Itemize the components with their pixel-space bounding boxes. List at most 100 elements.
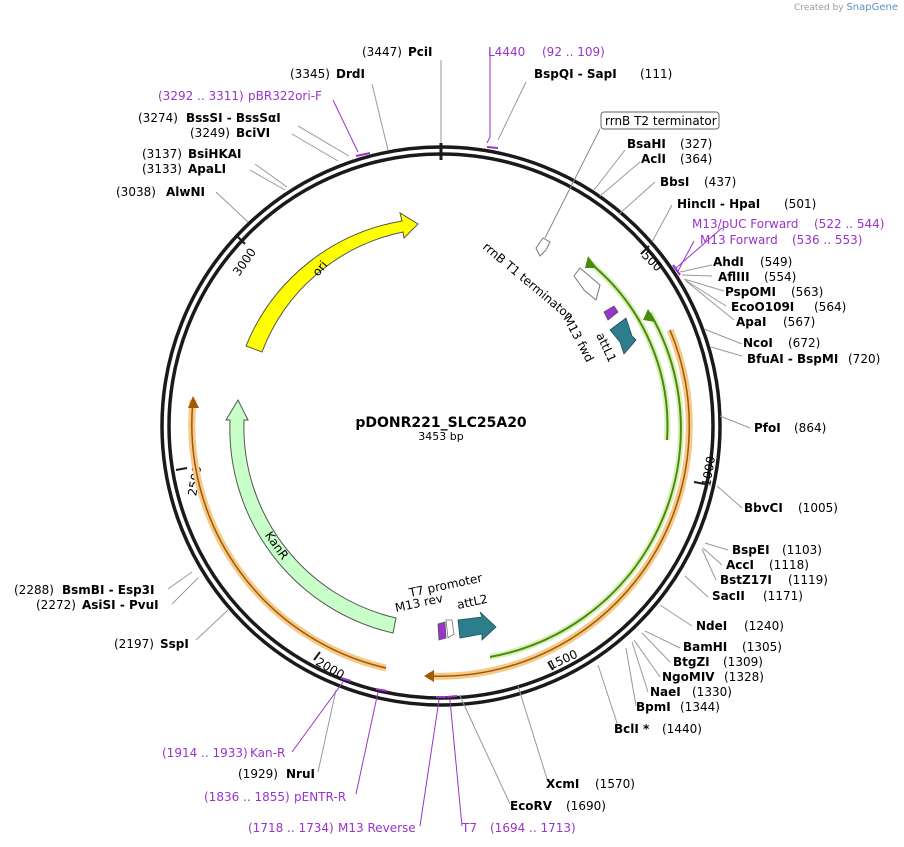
site-sacii[interactable]: SacII(1171): [712, 589, 803, 603]
site-nrui[interactable]: (1929)NruI: [238, 767, 315, 781]
site-pspomi[interactable]: PspOMI (563): [725, 285, 823, 299]
site-name: PspOMI: [725, 285, 776, 299]
primer-name: Kan-R: [250, 746, 285, 760]
site-apali[interactable]: (3133)ApaLI: [142, 162, 226, 176]
l4440-mark: [486, 146, 499, 149]
site-bbsi[interactable]: BbsI(437): [660, 175, 736, 189]
site-pos: (3133): [142, 162, 182, 176]
primer-marks: [340, 146, 681, 698]
site-labels: (3447)PciI (3345)DrdI (3274)BssSI - BssS…: [14, 45, 880, 813]
m13puc-mark: [672, 264, 681, 276]
site-bfuai[interactable]: BfuAI - BspMI(720): [747, 352, 880, 366]
site-pos: (1103): [782, 543, 822, 557]
site-name: XcmI: [546, 777, 579, 791]
site-bsahi[interactable]: BsaHI(327): [627, 137, 712, 151]
primer-m13fwd[interactable]: M13 Forward(536 .. 553): [700, 233, 862, 247]
site-pos: (554): [764, 270, 796, 284]
primer-range: (92 .. 109): [542, 45, 605, 59]
site-bamhi[interactable]: BamHI(1305): [683, 640, 782, 654]
site-bcli[interactable]: BclI *(1440): [614, 722, 702, 736]
site-xcmi[interactable]: XcmI (1570): [546, 777, 635, 791]
site-bpmi[interactable]: BpmI(1344): [636, 700, 720, 714]
site-pos: (1005): [798, 501, 838, 515]
site-naei[interactable]: NaeI(1330): [650, 685, 732, 699]
site-bbvci[interactable]: BbvCI(1005): [744, 501, 838, 515]
site-apai[interactable]: ApaI(567): [736, 315, 815, 329]
site-bspqi[interactable]: BspQI - SapI(111): [534, 67, 672, 81]
kan-outer-arrowhead: [188, 396, 199, 408]
primer-name: M13/pUC Forward: [692, 217, 799, 231]
site-pos: (1328): [724, 670, 764, 684]
site-ecoo109i[interactable]: EcoO109I(564): [731, 300, 846, 314]
site-btgzi[interactable]: BtgZI(1309): [673, 655, 763, 669]
site-drdi[interactable]: (3345)DrdI: [290, 67, 365, 81]
site-pos: (564): [814, 300, 846, 314]
attl2-label: attL2: [456, 592, 489, 612]
site-hincii[interactable]: HincII - HpaI (501): [677, 197, 816, 211]
primer-m13puc[interactable]: M13/pUC Forward (522 .. 544): [692, 217, 884, 231]
primer-name: pENTR-R: [294, 790, 346, 804]
site-pfoi[interactable]: PfoI(864): [754, 421, 826, 435]
site-afliii[interactable]: AflIII(554): [718, 270, 796, 284]
site-name: NgoMIV: [662, 670, 715, 684]
primer-t7[interactable]: T7(1694 .. 1713): [461, 821, 576, 835]
primer-l4440[interactable]: L4440(92 .. 109): [488, 45, 605, 59]
site-pos: (501): [784, 197, 816, 211]
primer-range: (522 .. 544): [814, 217, 884, 231]
site-pos: (1119): [788, 573, 828, 587]
site-ndei[interactable]: NdeI(1240): [696, 619, 784, 633]
site-pos: (563): [791, 285, 823, 299]
site-pos: (2272): [36, 598, 76, 612]
site-name: BspEI: [732, 543, 770, 557]
site-alwni[interactable]: (3038)AlwNI: [116, 185, 205, 199]
site-ncoi[interactable]: NcoI(672): [743, 336, 820, 350]
site-pos: (1240): [744, 619, 784, 633]
site-name: BamHI: [683, 640, 727, 654]
site-bstz17i[interactable]: BstZ17I (1119): [720, 573, 828, 587]
snapgene-credit: Created by SnapGene: [794, 2, 898, 13]
rrnb-t2-leader: [544, 128, 601, 239]
site-pos: (1118): [769, 558, 809, 572]
primer-pentr[interactable]: (1836 .. 1855)pENTR-R: [204, 790, 346, 804]
primer-range: (1914 .. 1933): [162, 746, 248, 760]
site-pos: (3249): [190, 126, 230, 140]
attl1-arrow: [609, 317, 637, 355]
site-bsihkai[interactable]: (3137)BsiHKAI: [142, 147, 242, 161]
primer-pbr322ori[interactable]: (3292 .. 3311)pBR322ori-F: [158, 89, 322, 103]
kanr-feature: KanR: [225, 398, 397, 634]
site-name: PfoI: [754, 421, 781, 435]
site-bsmbi[interactable]: (2288)BsmBI - Esp3I: [14, 583, 154, 597]
site-ahdi[interactable]: AhdI(549): [713, 255, 792, 269]
primer-m13rev[interactable]: (1718 .. 1734)M13 Reverse: [248, 821, 416, 835]
site-pcii[interactable]: (3447)PciI: [362, 45, 433, 59]
site-pos: (1309): [723, 655, 763, 669]
site-name: AsiSI - PvuI: [82, 598, 159, 612]
rrnb-t2-label: rrnB T2 terminator: [605, 114, 717, 128]
site-ecorv[interactable]: EcoRV(1690): [510, 799, 606, 813]
site-pos: (1570): [595, 777, 635, 791]
site-acci[interactable]: AccI (1118): [726, 558, 809, 572]
site-acli[interactable]: AclI(364): [641, 152, 712, 166]
site-name: AclI: [641, 152, 666, 166]
site-pos: (672): [788, 336, 820, 350]
credit-prefix: Created by: [794, 3, 844, 13]
site-asisi[interactable]: (2272) AsiSI - PvuI: [36, 598, 159, 612]
site-name: SacII: [712, 589, 745, 603]
kan-outer: [191, 399, 387, 669]
site-name: AccI: [726, 558, 754, 572]
primer-range: (3292 .. 3311): [158, 89, 244, 103]
pentr-mark: [375, 688, 388, 692]
site-pos: (3345): [290, 67, 330, 81]
site-pos: (2288): [14, 583, 54, 597]
site-leaders: [167, 60, 751, 805]
site-pos: (567): [783, 315, 815, 329]
primer-kanr[interactable]: (1914 .. 1933)Kan-R: [162, 746, 285, 760]
site-sspi[interactable]: (2197)SspI: [114, 637, 189, 651]
site-bsssi[interactable]: (3274)BssSI - BssSαI: [138, 111, 281, 125]
site-name: BstZ17I: [720, 573, 772, 587]
site-bspei[interactable]: BspEI (1103): [732, 543, 822, 557]
site-bcivi[interactable]: (3249)BciVI: [190, 126, 270, 140]
site-name: HincII - HpaI: [677, 197, 760, 211]
site-ngomiv[interactable]: NgoMIV (1328): [662, 670, 764, 684]
